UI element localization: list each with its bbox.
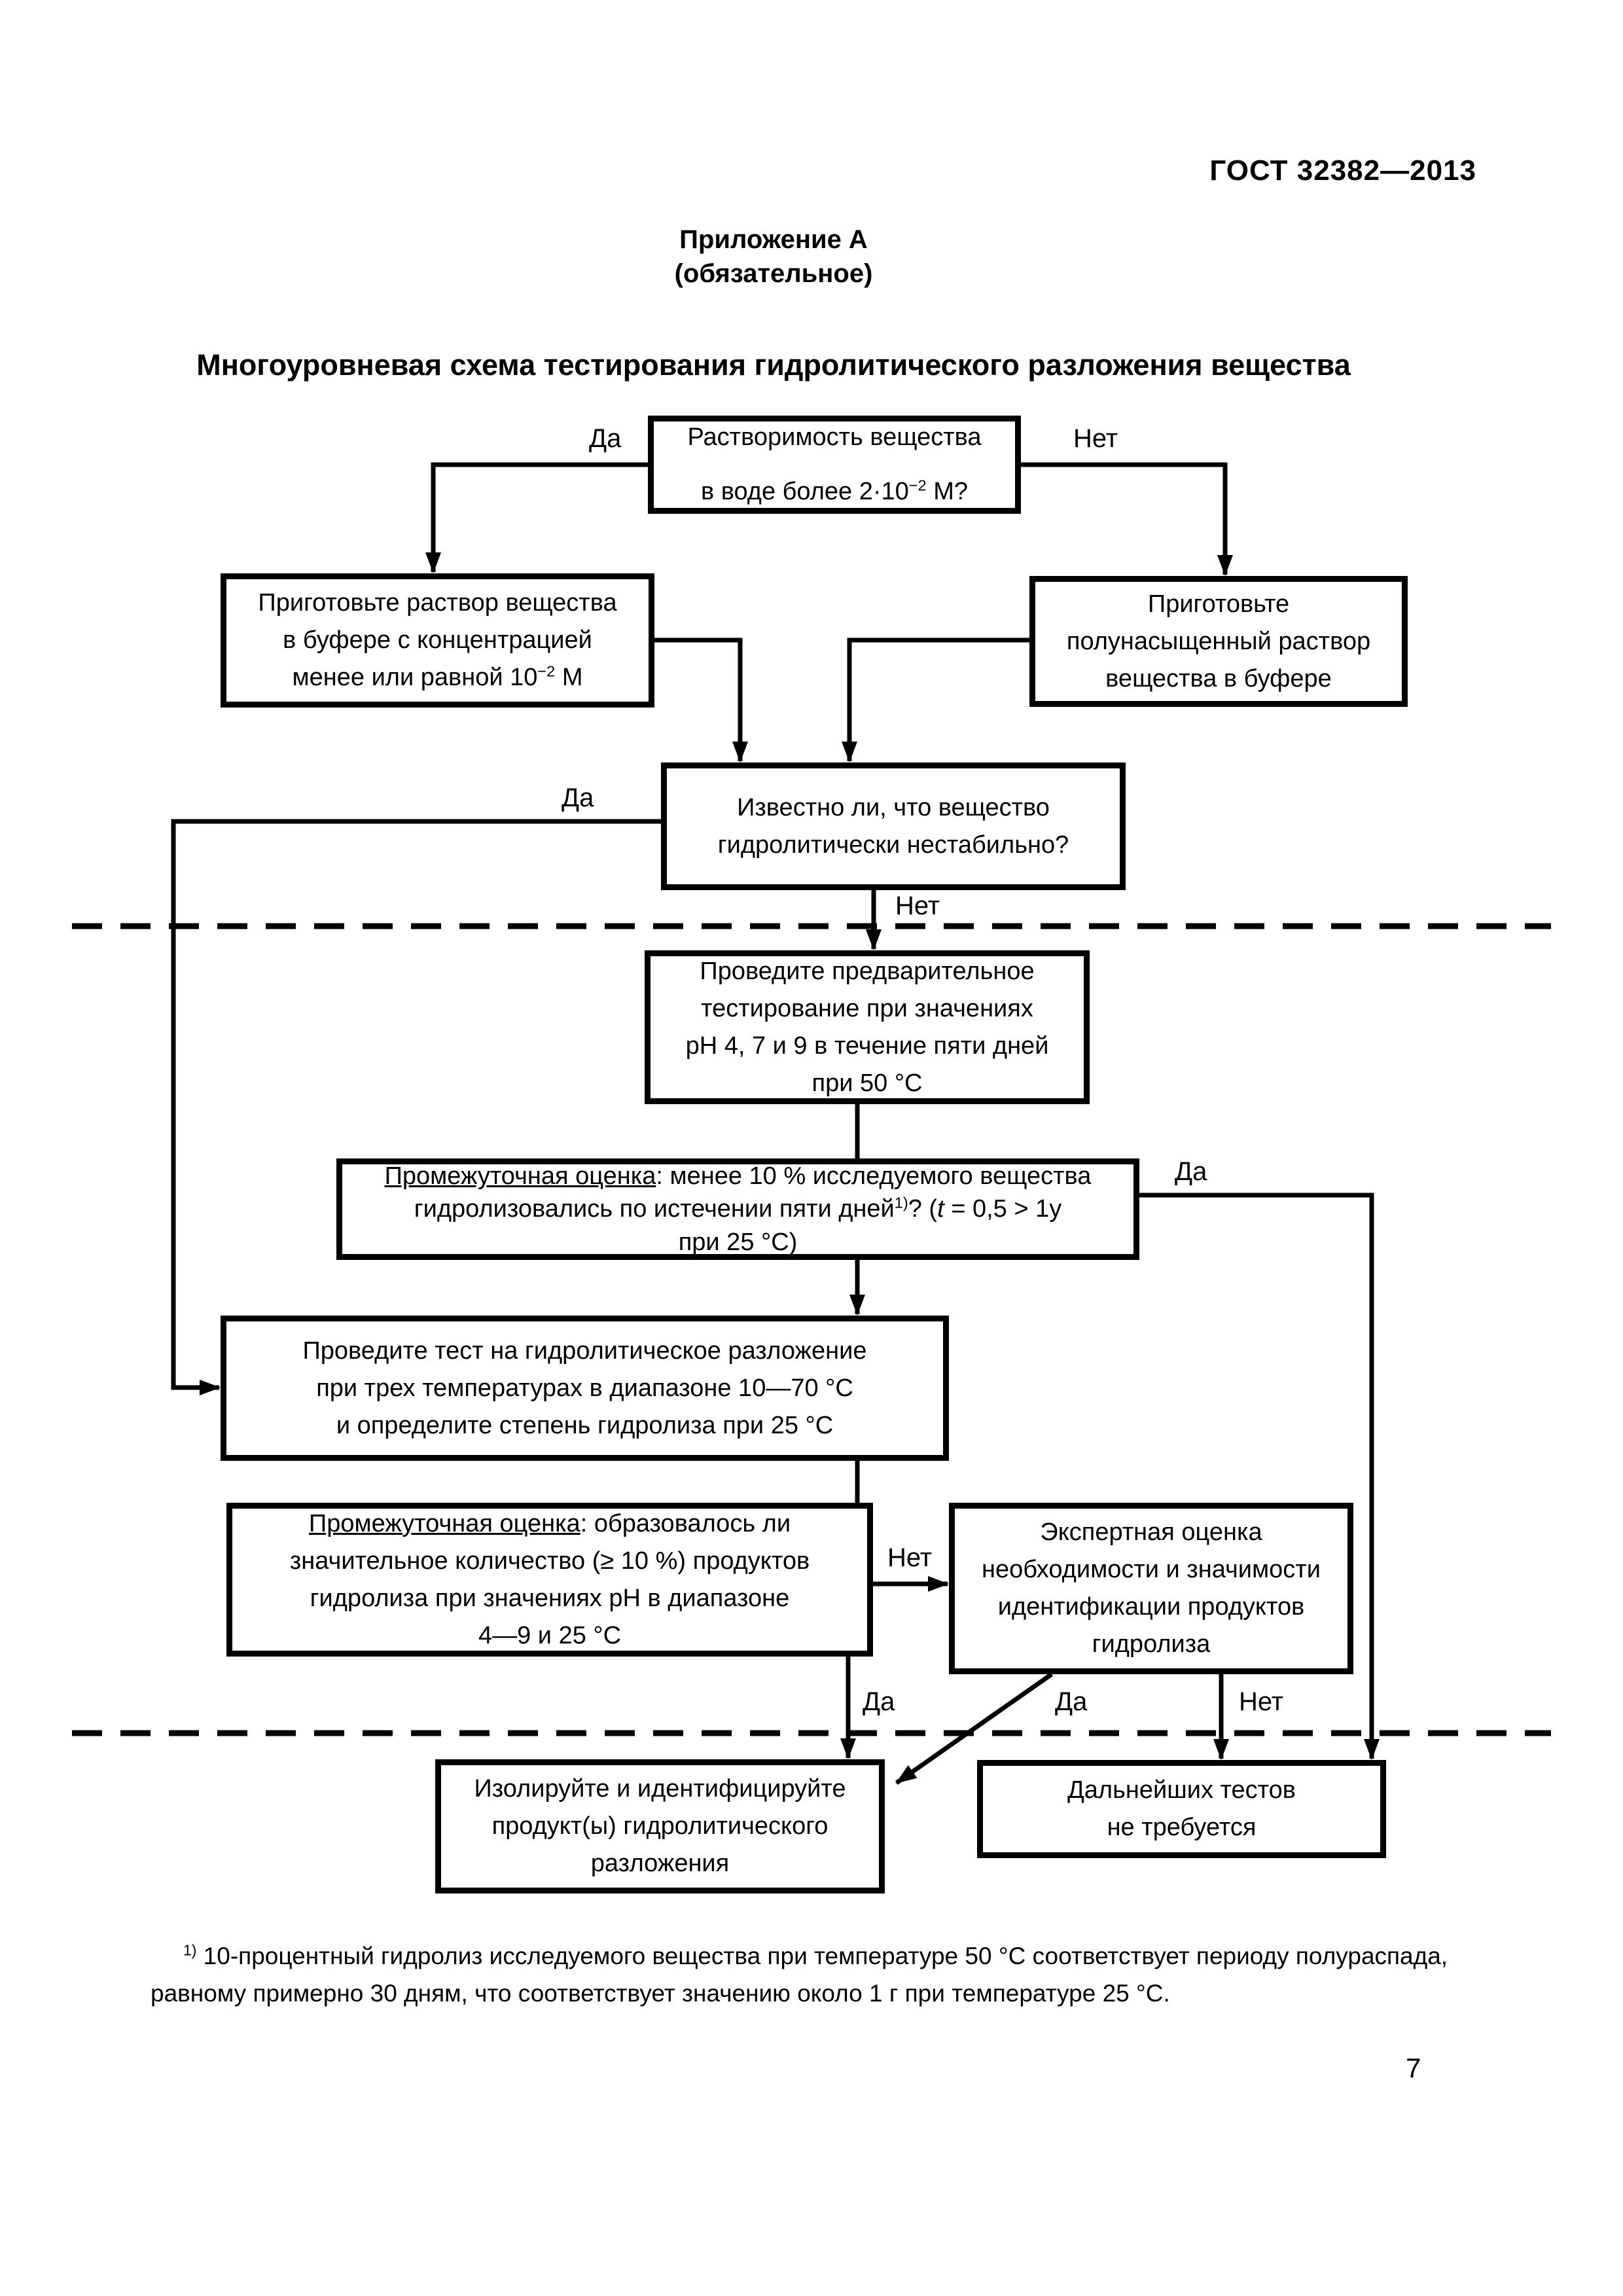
edge-label-interim2-no: Нет	[887, 1543, 933, 1572]
edge-solubility-no	[1021, 462, 1233, 576]
edge-label-known-yes: Да	[562, 783, 594, 812]
edge-label-expert-yes: Да	[1055, 1687, 1088, 1716]
edge-expert-yes-diagonal	[895, 1672, 1054, 1785]
edge-label-solubility-yes: Да	[589, 424, 622, 453]
edge-known-yes	[171, 819, 661, 1395]
edge-solubility-yes	[425, 462, 648, 573]
node-solubility-question: Растворимость вещества в воде более 2·10…	[648, 416, 1021, 514]
node-hydrolysis-test: Проведите тест на гидролитическое разлож…	[221, 1316, 949, 1461]
edge-interim1-yes	[1139, 1193, 1380, 1760]
edge-label-expert-no: Нет	[1239, 1687, 1284, 1716]
edge-label-interim1-yes: Да	[1175, 1157, 1207, 1186]
page-number: 7	[1406, 2053, 1421, 2083]
edge-label-solubility-no: Нет	[1073, 424, 1118, 453]
edge-buffer-to-known	[654, 637, 748, 762]
standard-code: ГОСТ 32382—2013	[1209, 154, 1476, 187]
node-known-unstable-question: Известно ли, что вещество гидролитически…	[661, 762, 1126, 890]
node-interim-assessment-2: Промежуточная оценка: образовалось ли зн…	[226, 1503, 873, 1657]
node-no-further-tests: Дальнейших тестов не требуется	[977, 1760, 1386, 1858]
footnote-text: 10-процентный гидролиз исследуемого веще…	[151, 1943, 1448, 2007]
footnote-marker: 1)	[183, 1941, 197, 1959]
edge-half-to-known	[842, 637, 1029, 762]
edge-label-interim2-yes: Да	[863, 1687, 895, 1716]
node-isolate-identify: Изолируйте и идентифицируйте продукт(ы) …	[435, 1759, 885, 1893]
node-prepare-half-saturated: Приготовьте полунасыщенный раствор вещес…	[1029, 576, 1408, 707]
node-prepare-buffer-solution: Приготовьте раствор вещества в буфере с …	[221, 573, 654, 708]
footnote: 1) 10-процентный гидролиз исследуемого в…	[151, 1937, 1487, 2013]
node-expert-assessment: Экспертная оценка необходимости и значим…	[949, 1503, 1353, 1674]
appendix-subtitle: (обязательное)	[674, 259, 873, 288]
node-interim-assessment-1: Промежуточная оценка: менее 10 % исследу…	[336, 1158, 1139, 1260]
edge-label-known-no: Нет	[895, 891, 940, 920]
appendix-title: Приложение А	[679, 225, 868, 254]
node-preliminary-test: Проведите предварительное тестирование п…	[645, 950, 1090, 1104]
diagram-title: Многоуровневая схема тестирования гидрол…	[196, 348, 1351, 382]
